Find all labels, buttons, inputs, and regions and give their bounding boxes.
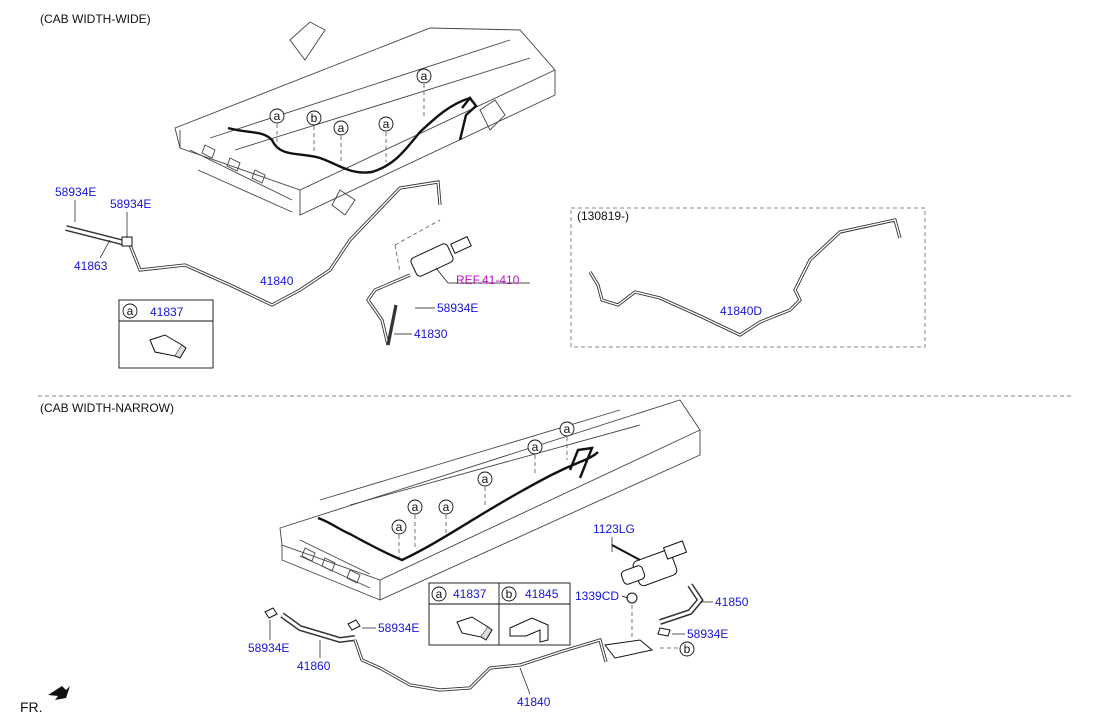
svg-text:a: a xyxy=(532,440,539,454)
wide-hose-route xyxy=(227,96,471,174)
label-58934E-c: 58934E xyxy=(437,301,478,315)
clutch-master-cylinder xyxy=(611,540,688,587)
ref-connector xyxy=(394,219,472,277)
svg-text:a: a xyxy=(383,117,390,131)
label-41860: 41860 xyxy=(297,659,331,673)
label-58934E-a: 58934E xyxy=(55,185,96,199)
bracket-41845-installed: b xyxy=(604,592,695,659)
narrow-hose-bracket xyxy=(568,446,594,479)
svg-text:a: a xyxy=(274,109,281,123)
svg-text:b: b xyxy=(684,642,691,656)
svg-text:a: a xyxy=(127,304,134,318)
narrow-section-title: (CAB WIDTH-NARROW) xyxy=(40,401,174,415)
pipe-41840-wide xyxy=(126,180,442,307)
svg-text:a: a xyxy=(412,500,419,514)
pipe-41830 xyxy=(366,273,411,346)
label-41840-narrow: 41840 xyxy=(517,695,551,709)
ref-leader-tip xyxy=(435,267,449,284)
label-41840D: 41840D xyxy=(720,304,762,318)
front-marker-label: FR. xyxy=(20,699,43,715)
label-58934E-b: 58934E xyxy=(110,197,151,211)
hose-41860 xyxy=(264,607,356,644)
narrow-hose-route xyxy=(317,451,599,562)
label-58934E-f: 58934E xyxy=(248,641,289,655)
hose-41850 xyxy=(659,583,704,625)
svg-text:a: a xyxy=(396,520,403,534)
legend-label-41837-narrow: 41837 xyxy=(453,587,487,601)
svg-text:(130819-): (130819-) xyxy=(577,209,629,223)
label-41863: 41863 xyxy=(74,259,108,273)
legend-label-41837: 41837 xyxy=(150,305,184,319)
label-41830: 41830 xyxy=(414,327,448,341)
wide-callouts: a a b a a xyxy=(269,68,432,162)
svg-text:a: a xyxy=(564,422,571,436)
label-1123LG: 1123LG xyxy=(593,522,635,536)
narrow-chassis-frame xyxy=(279,399,701,601)
label-58934E-d: 58934E xyxy=(687,627,728,641)
wide-chassis-frame xyxy=(174,21,556,216)
front-arrow-icon xyxy=(48,686,70,700)
svg-text:a: a xyxy=(482,472,489,486)
legend-label-41845: 41845 xyxy=(525,587,559,601)
label-41840-wide: 41840 xyxy=(260,274,294,288)
narrow-callouts: a a a a a a xyxy=(391,421,575,558)
svg-text:a: a xyxy=(436,587,443,601)
hose-41863 xyxy=(65,225,133,247)
wide-section-title: (CAB WIDTH-WIDE) xyxy=(40,12,151,26)
ref-label: REF.41-410 xyxy=(456,273,520,287)
label-41850: 41850 xyxy=(715,595,749,609)
svg-text:a: a xyxy=(338,121,345,135)
wide-hose-bracket xyxy=(458,96,478,141)
legend-41837-41845-narrow: a 41837 b 41845 xyxy=(428,582,571,646)
svg-text:a: a xyxy=(421,69,428,83)
legend-41837-wide: a 41837 xyxy=(118,299,214,369)
svg-text:b: b xyxy=(311,111,318,125)
svg-text:a: a xyxy=(443,500,450,514)
variant-box-130819: (130819-) 41840D xyxy=(570,207,926,348)
label-58934E-e: 58934E xyxy=(378,621,419,635)
pipe-41840-narrow xyxy=(353,637,608,692)
svg-text:b: b xyxy=(506,587,513,601)
label-1339CD: 1339CD xyxy=(575,589,619,603)
